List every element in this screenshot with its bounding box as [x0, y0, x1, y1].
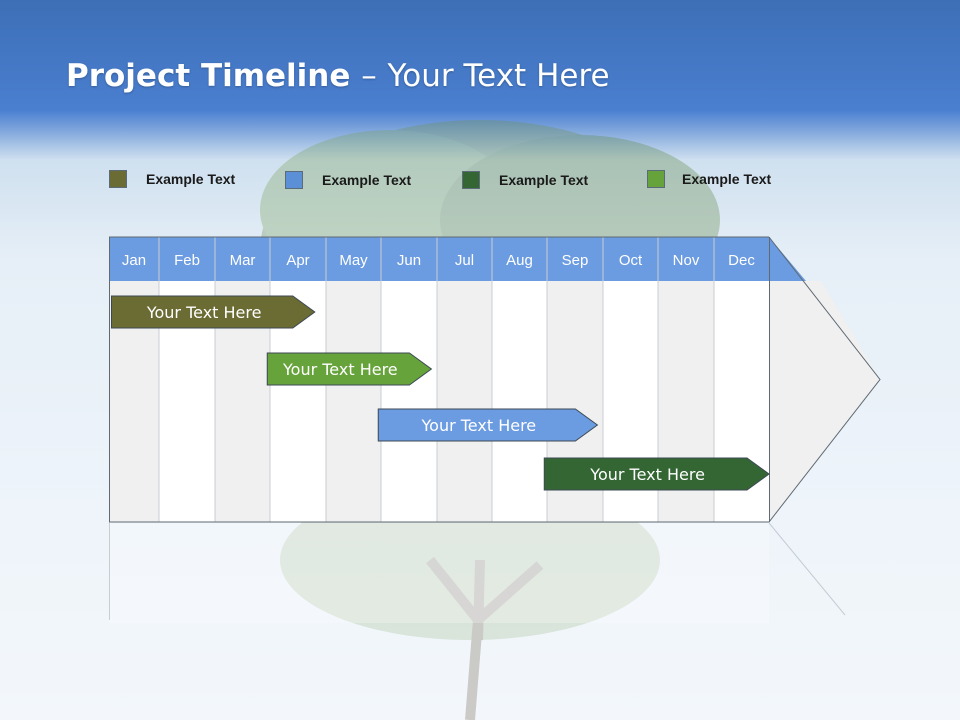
- task-label: Your Text Here: [589, 465, 705, 484]
- month-label: Nov: [673, 252, 700, 269]
- timeline-reflection: [109, 523, 769, 623]
- month-label: Aug: [506, 252, 533, 269]
- month-label: Mar: [230, 252, 256, 269]
- task-label: Your Text Here: [282, 360, 398, 379]
- month-label: Dec: [728, 252, 755, 269]
- month-label: Oct: [619, 252, 643, 269]
- month-label: Jan: [122, 252, 146, 269]
- month-label: Jun: [397, 252, 421, 269]
- task-label: Your Text Here: [146, 303, 262, 322]
- task-label: Your Text Here: [421, 416, 537, 435]
- month-label: Feb: [174, 252, 200, 269]
- month-column: [437, 281, 492, 522]
- month-label: Apr: [286, 252, 309, 269]
- month-header-band: [109, 237, 769, 281]
- reflection-edge: [769, 523, 845, 615]
- month-label: Jul: [455, 252, 474, 269]
- month-column: [492, 281, 547, 522]
- month-column: [326, 281, 381, 522]
- month-label: Sep: [562, 252, 589, 269]
- month-column: [381, 281, 437, 522]
- month-label: May: [339, 252, 368, 269]
